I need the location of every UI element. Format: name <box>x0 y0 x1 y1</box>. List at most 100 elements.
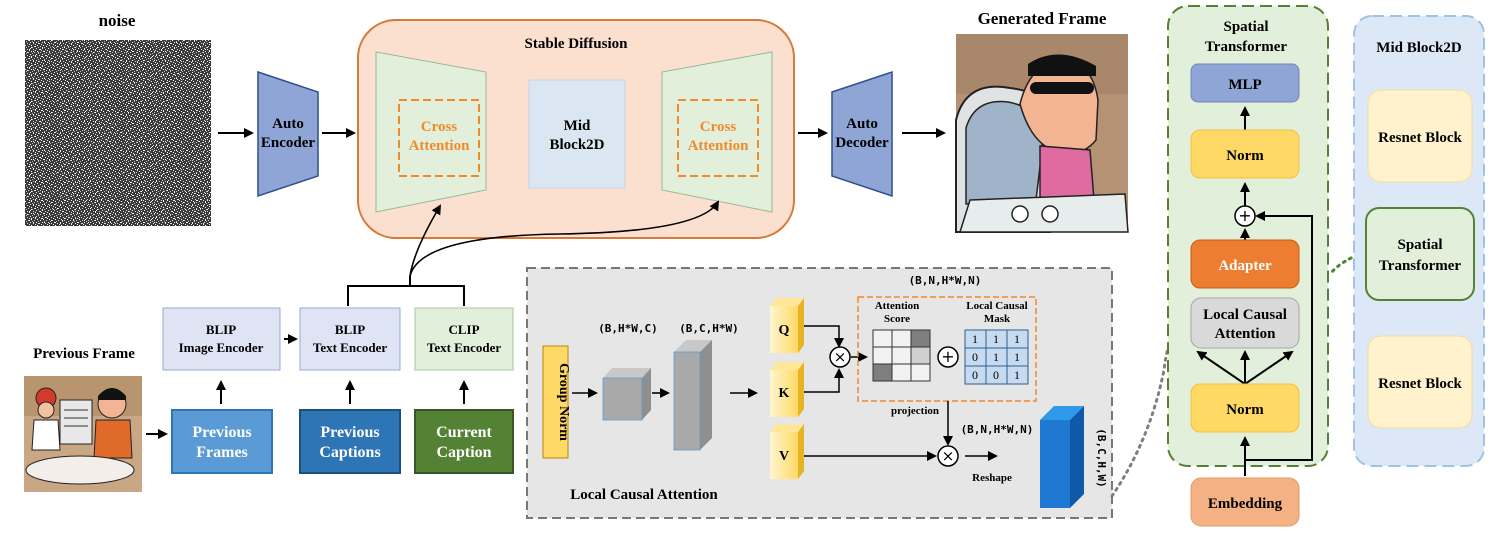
mid-block-label-1: Mid <box>564 118 591 134</box>
norm-bottom-label: Norm <box>1226 402 1264 418</box>
reshape-label: Reshape <box>972 472 1012 484</box>
resnet-block-bottom <box>1367 335 1473 429</box>
mask-cell-2-2: 1 <box>1014 368 1020 382</box>
blip-image-label-1: BLIP <box>206 322 236 337</box>
local-causal-mask-grid <box>964 329 1029 385</box>
previous-frames-input <box>171 409 273 474</box>
multiply-node-2 <box>937 445 959 467</box>
output-cube-bchw <box>1040 406 1084 508</box>
clip-text-encoder <box>414 307 514 371</box>
dim-bchw-label: (B,C,H*W) <box>679 322 739 335</box>
multiply-symbol-1: × <box>834 348 847 366</box>
resnet-block-top-label: Resnet Block <box>1378 130 1462 146</box>
clip-text-label-2: Text Encoder <box>427 340 501 355</box>
norm-bottom-block <box>1190 383 1300 433</box>
attention-score-label-1: Attention <box>875 300 920 312</box>
current-caption-label-2: Caption <box>436 444 491 461</box>
spatial-transformer-block-label-2: Transformer <box>1379 258 1462 274</box>
auto-decoder-label-2: Decoder <box>835 135 889 151</box>
encoder-merge-bracket <box>347 285 465 306</box>
k-label: K <box>779 386 790 401</box>
q-cube <box>770 298 804 353</box>
dim-bhwc-label: (B,H*W,C) <box>598 322 658 335</box>
spatial-transformer-title-2: Transformer <box>1205 39 1288 55</box>
auto-decoder-label-1: Auto <box>846 116 878 132</box>
group-norm-label: Group Norm <box>556 363 571 441</box>
projection-label: projection <box>891 405 939 417</box>
previous-frame-label: Previous Frame <box>33 346 135 362</box>
auto-encoder-block <box>257 70 319 198</box>
blip-text-label-1: BLIP <box>335 322 365 337</box>
dim-bnhwn-label: (B,N,H*W,N) <box>909 274 982 287</box>
embedding-block <box>1190 477 1300 527</box>
auto-encoder-label-1: Auto <box>272 116 304 132</box>
cross-attention-left <box>398 99 480 177</box>
clip-text-label-1: CLIP <box>448 322 479 337</box>
spatial-transformer-title-1: Spatial <box>1223 19 1268 35</box>
v-label: V <box>779 449 789 464</box>
adapter-block <box>1190 239 1300 289</box>
connector-spatial-detail <box>1330 250 1366 274</box>
current-caption-input <box>414 409 514 474</box>
previous-frames-label-1: Previous <box>192 424 251 441</box>
previous-frame-image <box>24 376 142 492</box>
q-label: Q <box>779 323 790 338</box>
local-causal-mask-label-2: Mask <box>984 313 1011 325</box>
generated-frame-label: Generated Frame <box>978 9 1107 28</box>
dim-bnhwn-label-2: (B,N,H*W,N) <box>961 423 1034 436</box>
attention-score-grid <box>872 329 931 382</box>
blip-image-label-2: Image Encoder <box>179 340 264 355</box>
attention-score-label-2: Score <box>884 313 910 325</box>
unet-down-block <box>375 51 487 213</box>
norm-top-label: Norm <box>1226 148 1264 164</box>
norm-top-block <box>1190 129 1300 179</box>
feature-cube-bchw <box>673 340 712 451</box>
blip-text-label-2: Text Encoder <box>313 340 387 355</box>
generated-frame-image <box>955 34 1129 233</box>
plus-symbol-spatial: + <box>1238 206 1251 225</box>
mask-cell-0-1: 1 <box>993 332 999 346</box>
mask-cell-2-0: 0 <box>972 368 978 382</box>
noise-label: noise <box>99 11 136 30</box>
auto-encoder-label-2: Encoder <box>261 135 316 151</box>
lca-block-label-2: Attention <box>1215 326 1276 342</box>
mask-cell-0-2: 1 <box>1014 332 1020 346</box>
mask-cell-1-2: 1 <box>1014 350 1020 364</box>
adapter-label: Adapter <box>1218 258 1272 274</box>
stable-diffusion-title: Stable Diffusion <box>525 36 629 52</box>
multiply-node-1 <box>829 346 851 368</box>
multiply-symbol-2: × <box>942 447 955 465</box>
unet-up-block <box>661 51 773 213</box>
group-norm-block <box>542 345 569 459</box>
local-causal-attention-title: Local Causal Attention <box>570 487 718 503</box>
attention-mask-group <box>857 296 1037 402</box>
spatial-transformer-block-label-1: Spatial <box>1397 237 1442 253</box>
mid-block2d-title: Mid Block2D <box>1376 40 1462 56</box>
current-caption-label-1: Current <box>436 424 492 441</box>
cross-attention-left-label-2: Attention <box>409 138 470 154</box>
blip-image-encoder <box>162 307 281 371</box>
mid-block-label-2: Block2D <box>549 137 604 153</box>
blip-text-encoder <box>299 307 401 371</box>
cross-attention-left-label-1: Cross <box>421 119 458 135</box>
previous-captions-label-2: Captions <box>319 444 380 461</box>
auto-decoder-block <box>831 70 893 198</box>
cross-attention-right-label-2: Attention <box>688 138 749 154</box>
plus-symbol-mask: + <box>941 347 954 366</box>
embedding-label: Embedding <box>1208 496 1283 512</box>
local-causal-mask-label-1: Local Causal <box>966 300 1027 312</box>
feature-cube-bhwc <box>602 368 651 421</box>
k-cube <box>770 362 804 417</box>
mask-cell-2-1: 0 <box>993 368 999 382</box>
arrow-to-cross-attention-right <box>409 200 720 277</box>
connector-lca-detail <box>1110 298 1198 498</box>
local-causal-attention-block <box>1190 297 1300 349</box>
mask-cell-0-0: 1 <box>972 332 978 346</box>
previous-captions-label-1: Previous <box>320 424 379 441</box>
dim-bchw-vertical: (B,C,H,W) <box>1095 428 1108 488</box>
cross-attention-right-label-1: Cross <box>700 119 737 135</box>
v-cube <box>770 424 804 479</box>
mask-cell-1-1: 1 <box>993 350 999 364</box>
spatial-transformer-block <box>1365 207 1475 301</box>
previous-captions-input <box>299 409 401 474</box>
